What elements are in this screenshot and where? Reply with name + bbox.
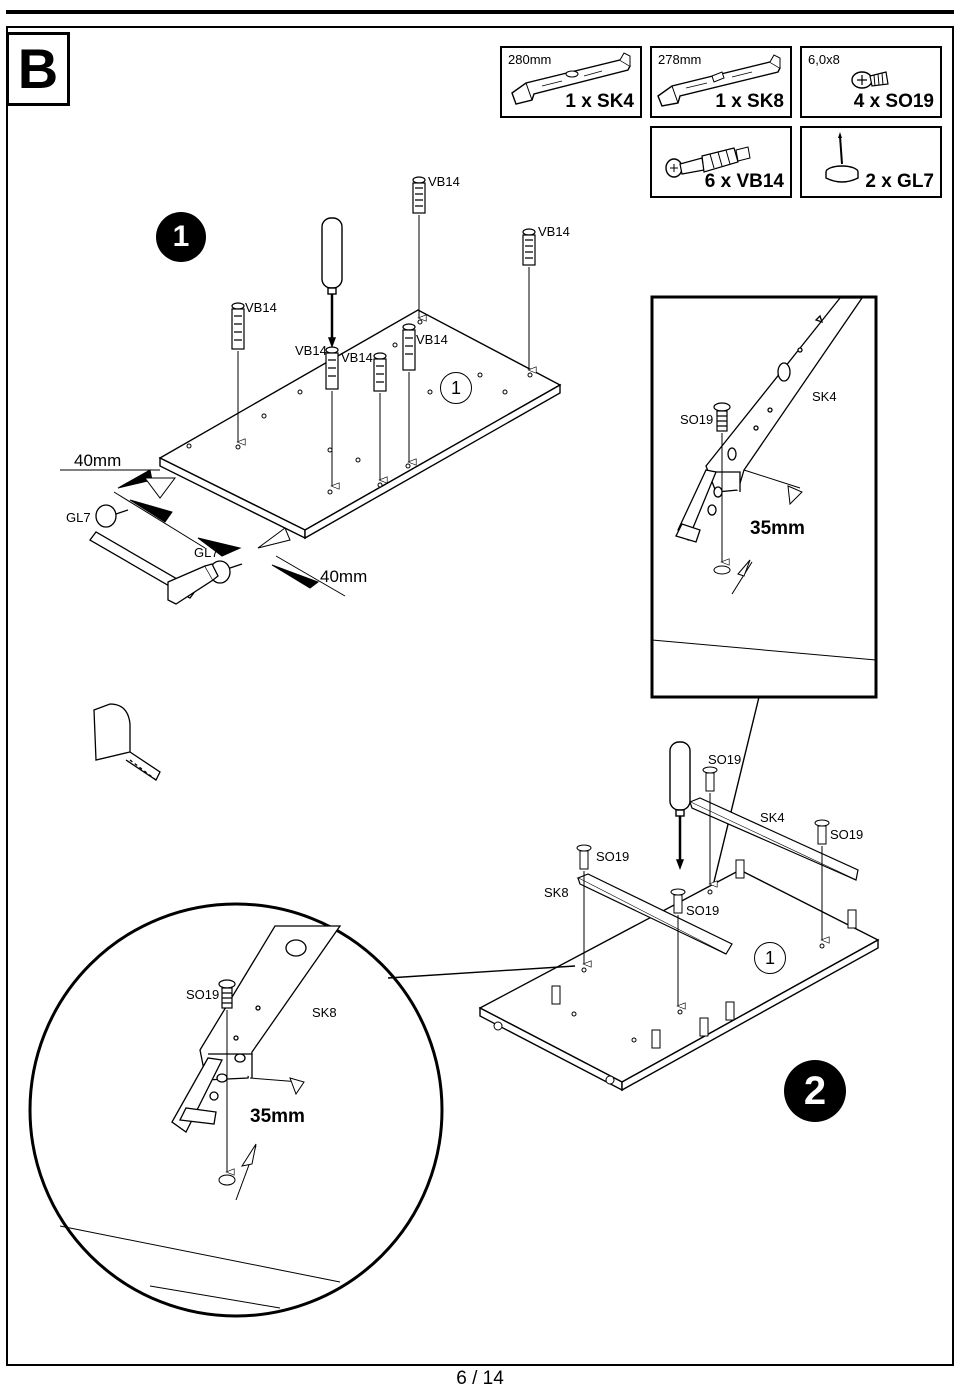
distance-label: 35mm — [750, 518, 805, 539]
screw-label: SO19 — [596, 849, 630, 864]
step2-panel-holes — [493, 889, 825, 1085]
panel-number-text: 1 — [764, 947, 775, 968]
detail-leader-line — [387, 965, 576, 979]
drawer-rail-icon — [511, 52, 631, 105]
drawer-rail-icon — [171, 925, 342, 1133]
part-box-so19: 6,0x8 4 x SO19 — [800, 46, 942, 118]
glide-nail-icon — [825, 132, 859, 183]
bolt-label: VB14 — [428, 174, 460, 189]
part-quantity: 1 x SK4 — [565, 91, 634, 112]
screw-label: SO19 — [186, 987, 220, 1002]
insertion-arrows — [236, 215, 537, 490]
hammer-icon — [89, 531, 219, 605]
section-letter: B — [17, 37, 59, 100]
part-quantity: 6 x VB14 — [704, 171, 784, 192]
part-dimension: 280mm — [508, 52, 552, 67]
drawer-rail-icon — [576, 797, 859, 955]
bolt-label: VB14 — [538, 224, 570, 239]
cam-bolt-icon — [665, 146, 751, 178]
panel-number: 1 — [754, 942, 786, 974]
dimension-lines — [60, 469, 346, 597]
part-box-gl7: 2 x GL7 — [800, 126, 942, 198]
bolt-label: VB14 — [245, 300, 277, 315]
rail-label: SK4 — [812, 389, 837, 404]
drawer-rail-icon — [657, 54, 781, 107]
detail-arrows — [59, 1010, 341, 1309]
screwdriver-icon — [321, 217, 343, 348]
screw-icon — [713, 402, 731, 432]
distance-label: 40mm — [74, 451, 122, 470]
rail-label: SK4 — [760, 810, 785, 825]
section-badge: B — [6, 32, 70, 106]
panel-number: 1 — [440, 372, 472, 404]
screw-label: SO19 — [680, 412, 714, 427]
screwdriver-icon — [669, 741, 691, 870]
screw-icon — [576, 766, 830, 914]
screw-label: SO19 — [708, 752, 742, 767]
part-box-vb14: 6 x VB14 — [650, 126, 792, 198]
step1-panel — [158, 309, 562, 540]
detail-arrows — [651, 433, 877, 661]
screw-icon — [851, 71, 889, 89]
step-number-1: 1 — [156, 212, 206, 262]
part-dimension: 278mm — [658, 52, 702, 67]
bolt-label: VB14 — [341, 350, 373, 365]
part-quantity: 1 x SK8 — [715, 91, 784, 112]
screw-label: SO19 — [830, 827, 864, 842]
screw-icon — [218, 979, 236, 1009]
glide-label: GL7 — [66, 510, 91, 525]
bolt-label: VB14 — [416, 332, 448, 347]
detail-leader-line — [711, 696, 760, 891]
detail-box-sk4 — [650, 295, 878, 699]
tape-measure-icon — [93, 703, 161, 781]
rail-label: SK8 — [312, 1005, 337, 1020]
part-box-sk4: 280mm 1 x SK4 — [500, 46, 642, 118]
page-number: 6 / 14 — [456, 1368, 504, 1389]
rail-label: SK8 — [544, 885, 569, 900]
panel-number-text: 1 — [450, 377, 461, 398]
step-number-text: 2 — [803, 1068, 827, 1113]
cam-bolt-icon — [551, 859, 857, 1049]
detail-circle-sk8 — [28, 902, 444, 1318]
top-rule — [6, 10, 954, 14]
part-dimension: 6,0x8 — [808, 52, 840, 67]
part-quantity: 4 x SO19 — [853, 91, 934, 112]
bolt-label: VB14 — [295, 343, 327, 358]
glide-label: GL7 — [194, 545, 219, 560]
part-box-sk8: 278mm 1 x SK8 — [650, 46, 792, 118]
screw-label: SO19 — [686, 903, 720, 918]
cam-bolt-icon — [231, 176, 536, 392]
step-number-2: 2 — [784, 1060, 846, 1122]
step2-panel — [478, 869, 880, 1092]
step-number-text: 1 — [172, 220, 190, 253]
distance-label: 35mm — [250, 1106, 305, 1127]
part-quantity: 2 x GL7 — [865, 171, 934, 192]
insertion-arrows — [582, 793, 830, 1010]
distance-label: 40mm — [320, 567, 368, 586]
page-frame — [6, 26, 954, 1366]
